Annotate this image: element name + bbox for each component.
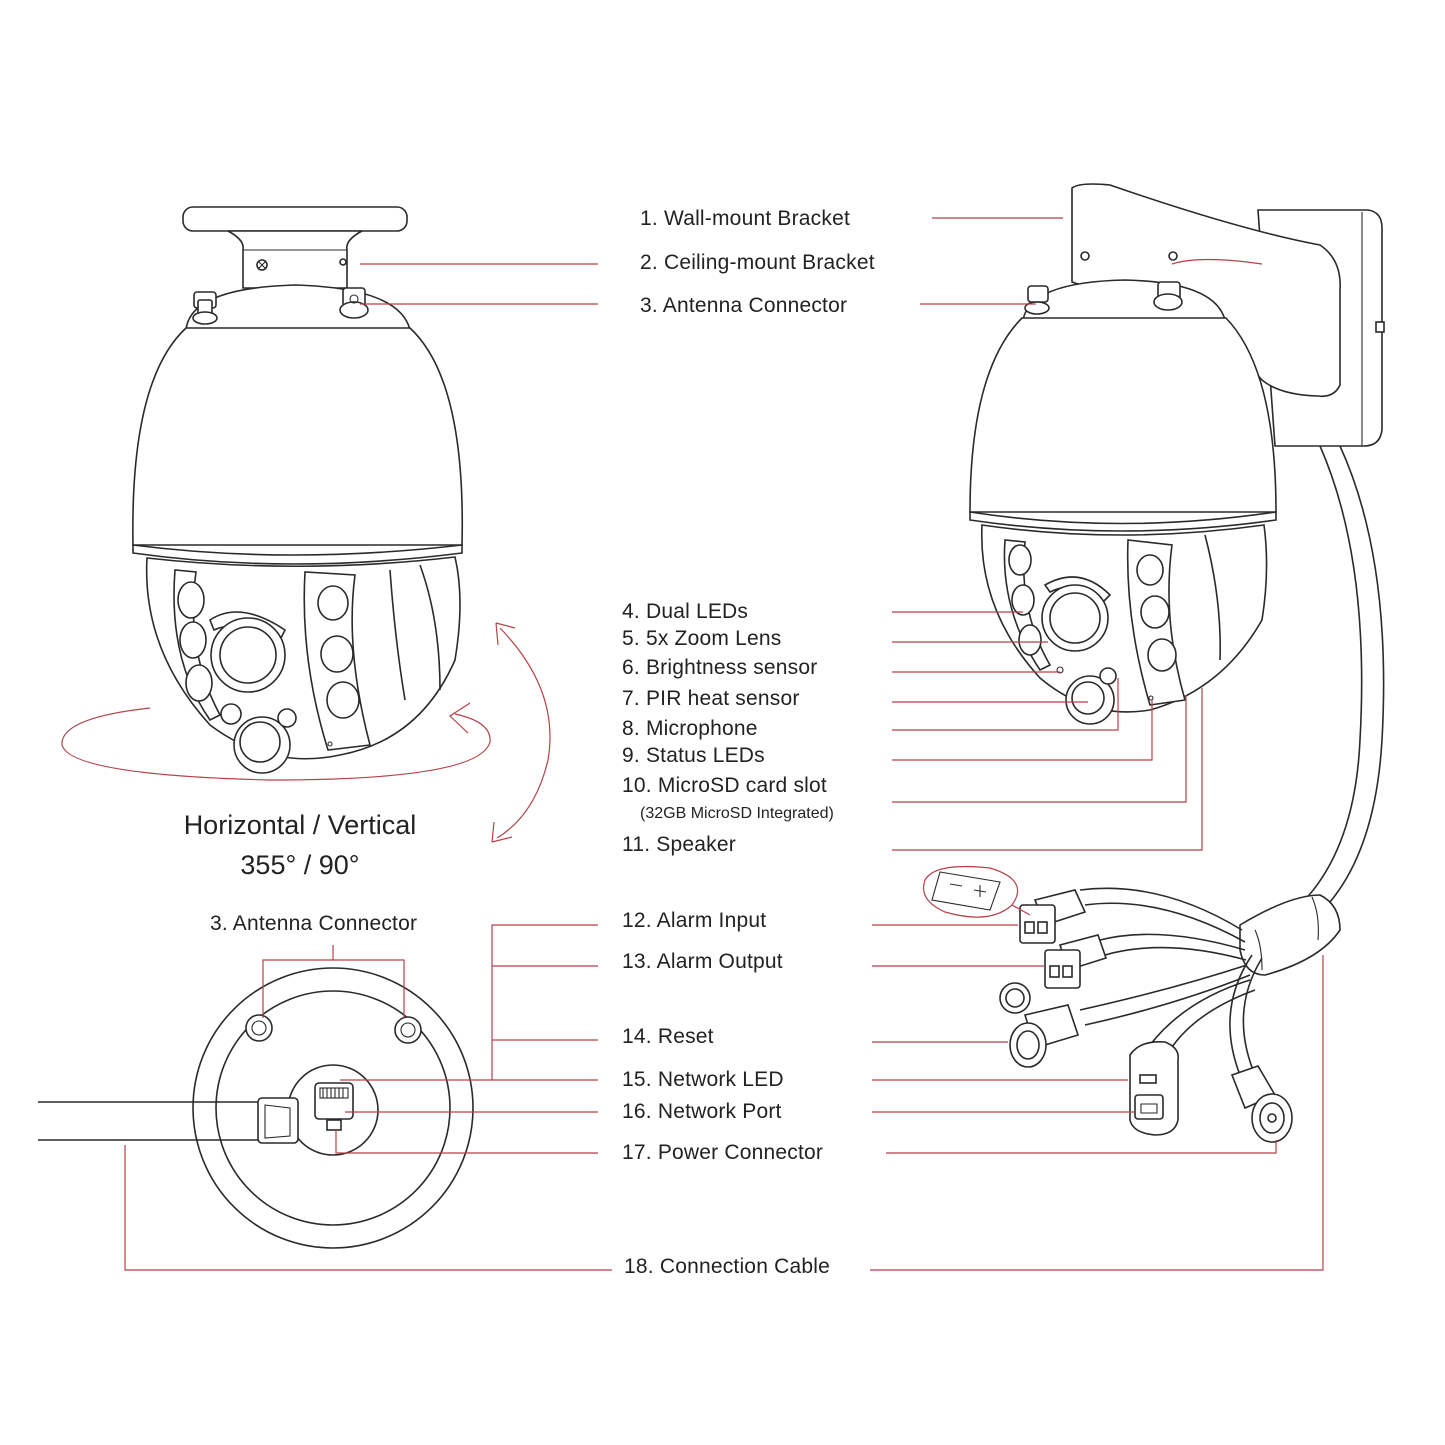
cable-connectors xyxy=(999,887,1341,1143)
antenna-connector-right-icon xyxy=(339,287,369,319)
antenna-connector-left-icon xyxy=(192,291,218,325)
label-network-led: 15. Network LED xyxy=(622,1068,784,1091)
rotation-arrows-icon xyxy=(61,622,551,843)
label-connection-cable: 18. Connection Cable xyxy=(624,1255,830,1278)
rotation-value: 355° / 90° xyxy=(240,850,360,880)
label-antenna-connector: 3. Antenna Connector xyxy=(640,294,848,317)
label-microphone: 8. Microphone xyxy=(622,717,758,740)
label-zoom-lens: 5. 5x Zoom Lens xyxy=(622,627,782,650)
label-alarm-input: 12. Alarm Input xyxy=(622,909,767,932)
label-reset: 14. Reset xyxy=(622,1025,714,1048)
label-alarm-output: 13. Alarm Output xyxy=(622,950,783,973)
label-dual-leds: 4. Dual LEDs xyxy=(622,600,749,623)
label-ceiling-mount-bracket: 2. Ceiling-mount Bracket xyxy=(640,251,875,274)
antenna-connector-wall-right-icon xyxy=(1153,281,1183,311)
label-microsd-slot: 10. MicroSD card slot xyxy=(622,774,827,797)
label-status-leds: 9. Status LEDs xyxy=(622,744,765,767)
label-power-connector: 17. Power Connector xyxy=(622,1141,824,1164)
camera-bottom-view xyxy=(38,967,474,1249)
label-bottom-antenna-connector: 3. Antenna Connector xyxy=(210,912,418,935)
rotation-title: Horizontal / Vertical xyxy=(183,810,417,840)
polarity-icon xyxy=(923,865,1031,918)
label-wall-mount-bracket: 1. Wall-mount Bracket xyxy=(640,207,850,230)
ceiling-camera-illustration xyxy=(132,206,464,774)
label-pir-heat-sensor: 7. PIR heat sensor xyxy=(622,687,800,710)
wall-camera-illustration xyxy=(969,183,1385,916)
label-microsd-note: (32GB MicroSD Integrated) xyxy=(640,805,834,822)
label-network-port: 16. Network Port xyxy=(622,1100,782,1123)
antenna-connector-wall-left-icon xyxy=(1024,285,1050,315)
label-speaker: 11. Speaker xyxy=(622,833,736,856)
leader-lines xyxy=(124,217,1324,1271)
label-brightness-sensor: 6. Brightness sensor xyxy=(622,656,818,679)
